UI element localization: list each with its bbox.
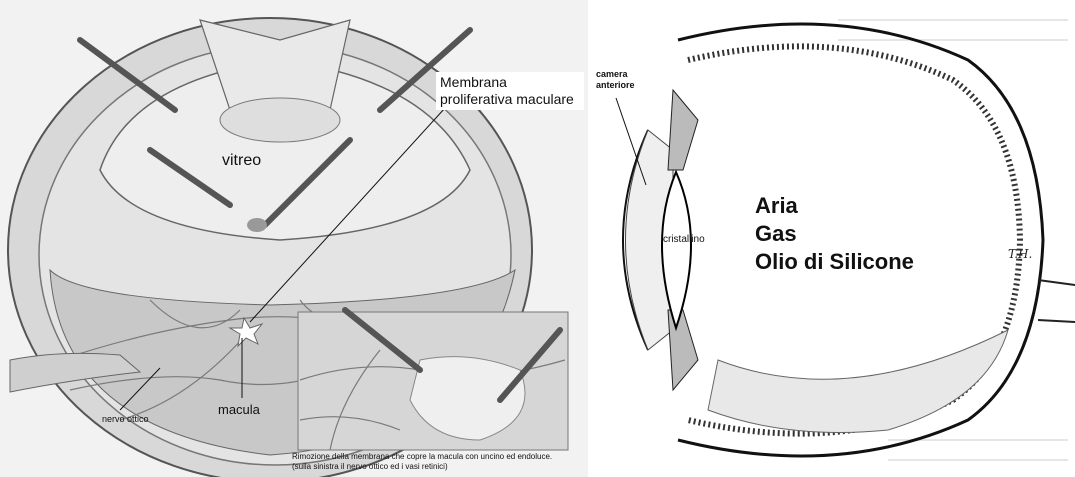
lens-opening <box>220 98 340 142</box>
vitrectomy-illustration-panel: Membrana proliferativa maculare vitreo m… <box>0 0 588 477</box>
optic-nerve-label: nervo ottico <box>102 414 149 424</box>
camera-pointer-line <box>616 98 646 185</box>
lens-label: cristallino <box>663 234 705 245</box>
membrane-label: Membrana proliferativa maculare <box>436 72 584 110</box>
lower-dotted-region <box>708 330 1008 433</box>
eye-cross-section-panel: T.H. camera anteriore cristallino Aria G… <box>588 0 1075 477</box>
inset-caption: Rimozione della membrana che copre la ma… <box>292 452 562 472</box>
macula-label: macula <box>218 402 260 417</box>
ciliary-body-lower <box>668 310 698 390</box>
anterior-chamber-label: camera anteriore <box>596 69 656 91</box>
vitreous-label: vitreo <box>222 152 261 170</box>
artist-signature: T.H. <box>1008 247 1032 261</box>
eye-cross-section-drawing: T.H. <box>588 0 1075 477</box>
instrument-tip <box>247 218 267 232</box>
tamponade-label-silicone: Olio di Silicone <box>755 248 914 276</box>
tamponade-label-gas: Gas <box>755 220 797 248</box>
optic-nerve <box>1038 280 1075 322</box>
tamponade-label-air: Aria <box>755 192 798 220</box>
ciliary-body-upper <box>668 90 698 170</box>
